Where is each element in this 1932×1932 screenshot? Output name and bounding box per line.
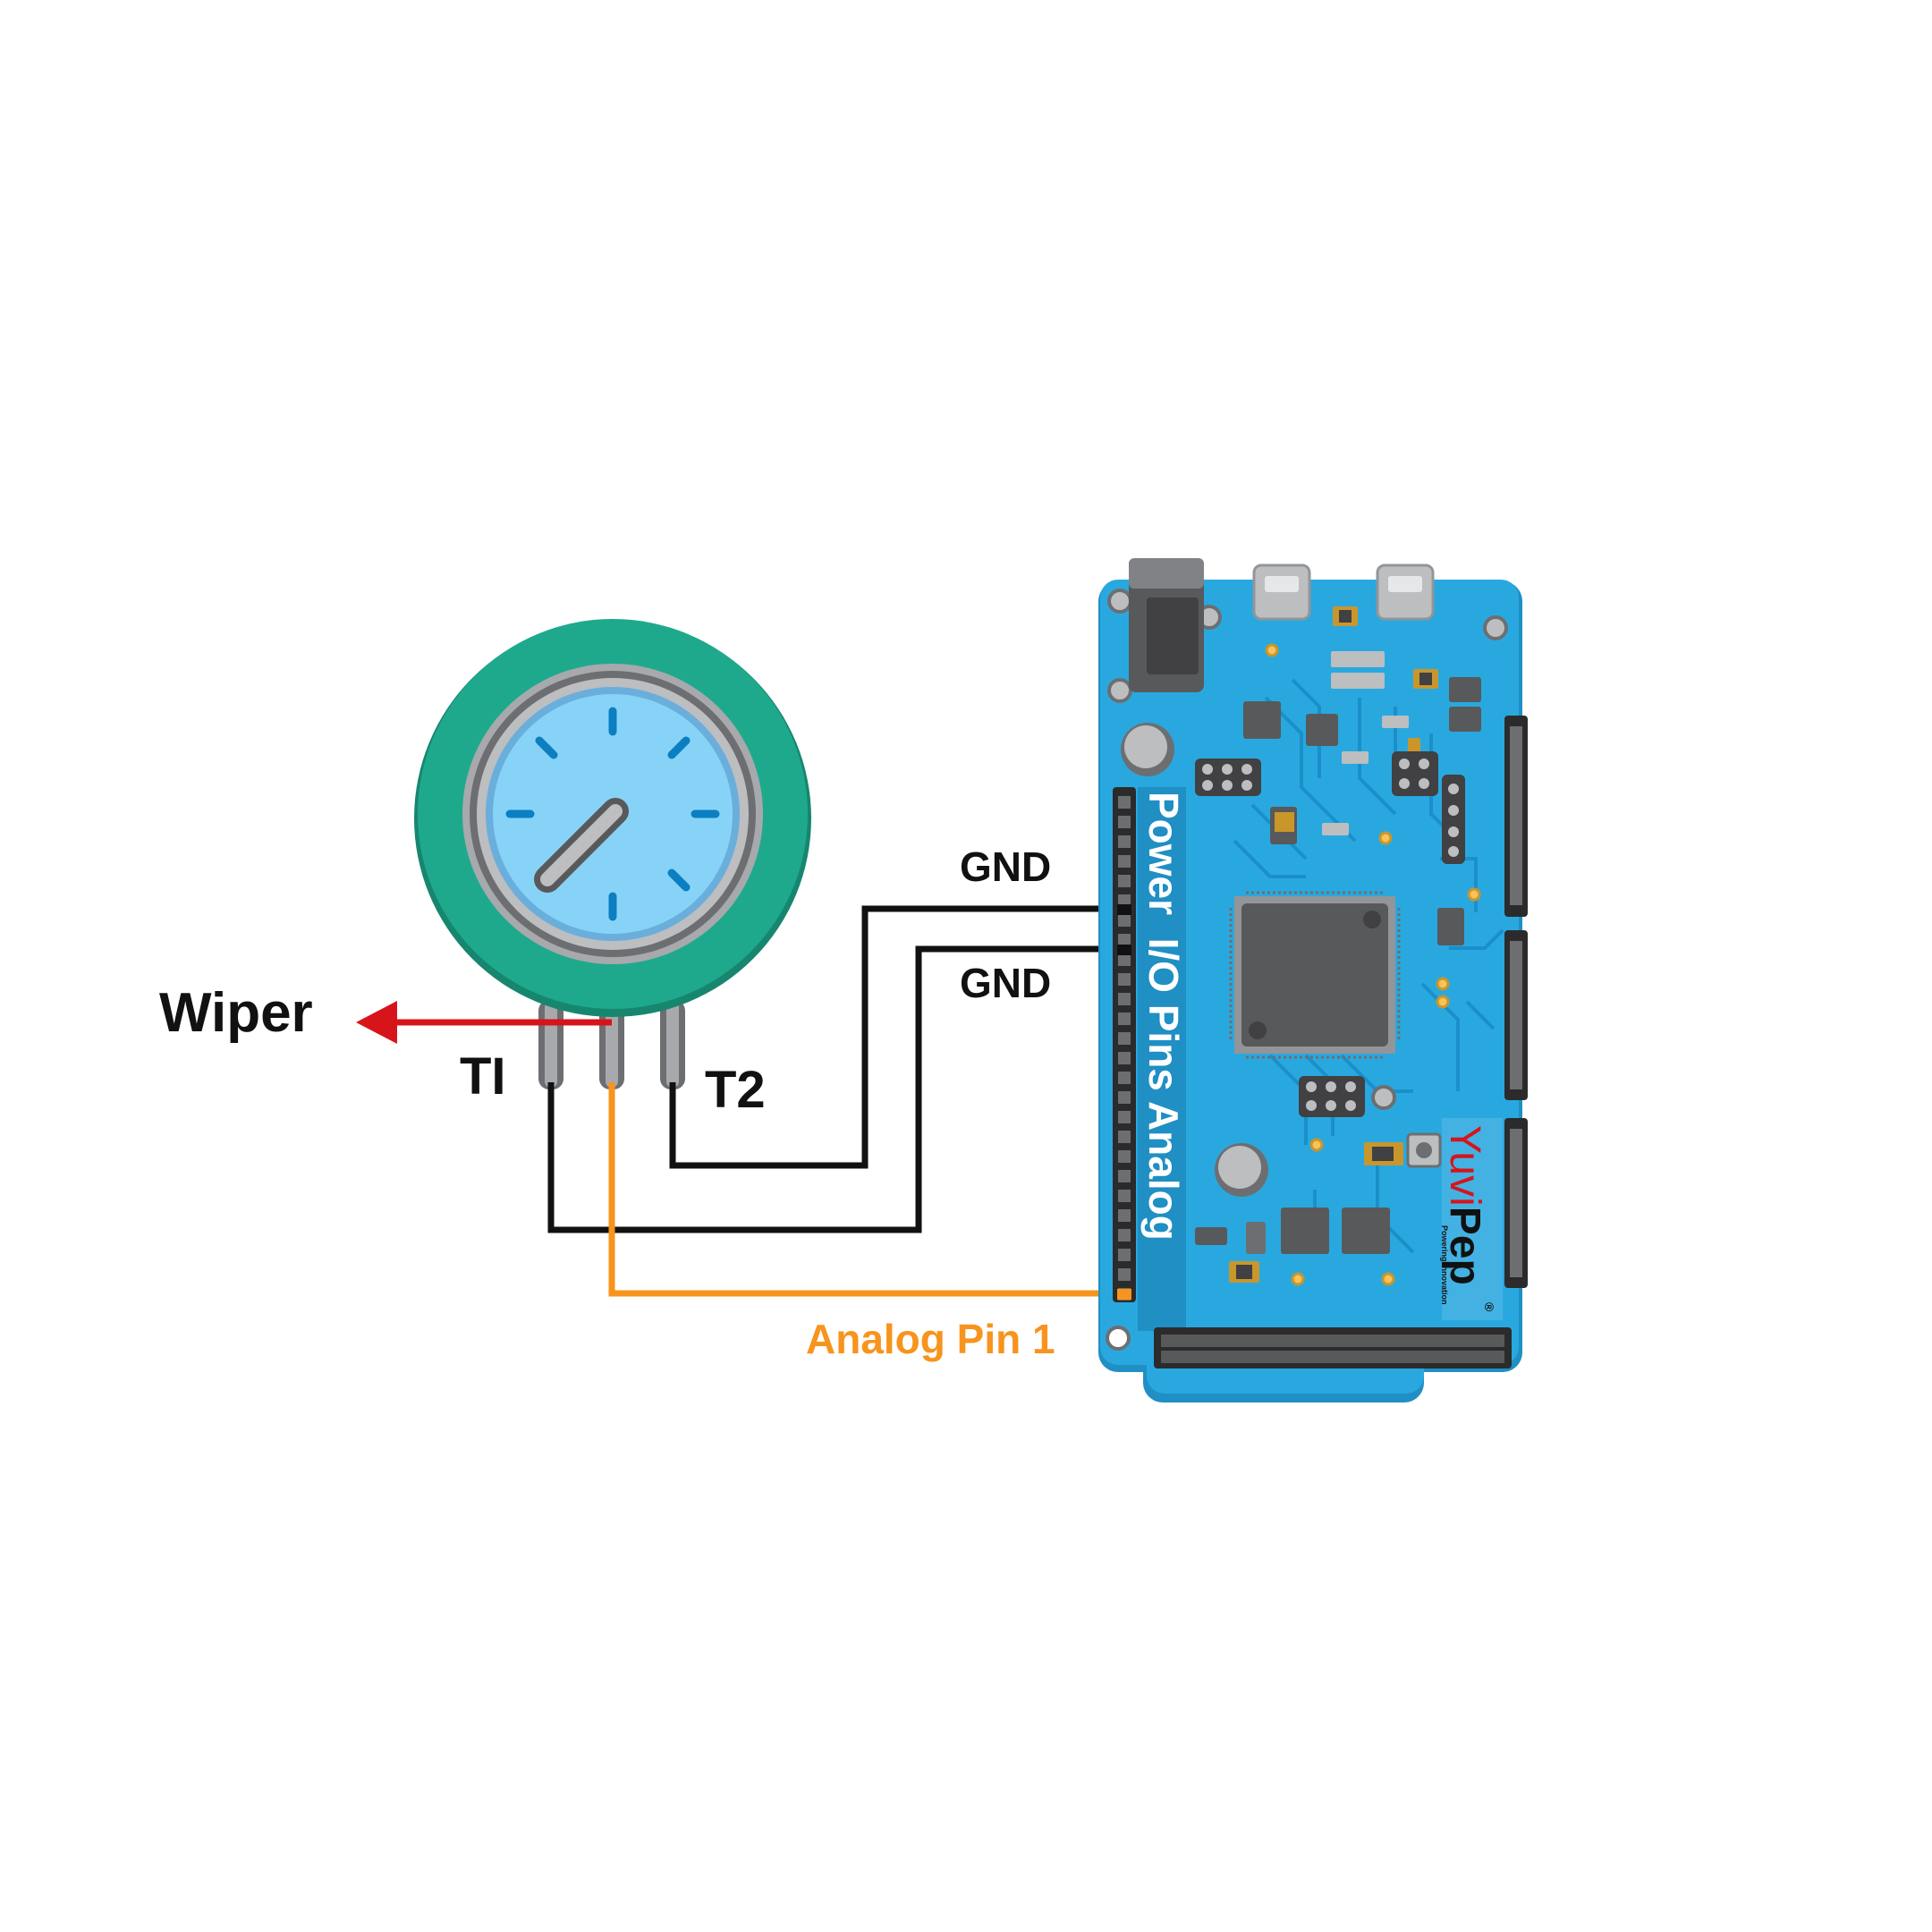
power-jack	[1129, 558, 1204, 692]
t1-label: TI	[460, 1047, 506, 1106]
reset-button	[1406, 1132, 1442, 1168]
brand-registered-mark: ®	[1482, 1302, 1496, 1312]
capacitors	[1121, 723, 1268, 1197]
brand-logo: YuviPep Powering innovation ®	[1440, 1118, 1503, 1320]
wire-wiper-analog	[608, 1082, 1123, 1297]
wire-endpoints	[1117, 904, 1131, 1300]
gnd-label-bottom: GND	[960, 960, 1051, 1006]
wiper-label: Wiper	[159, 982, 313, 1044]
bottom-header	[1154, 1327, 1512, 1368]
knob-pointer	[534, 798, 629, 893]
analog-pin-label: Analog Pin 1	[806, 1316, 1055, 1362]
microcontroller-board: Power I/O Pins Analog YuviPep Powering i…	[1098, 558, 1528, 1402]
wire-t2-gnd	[669, 905, 1123, 1169]
gnd-label-top: GND	[960, 843, 1051, 890]
brand-tagline: Powering innovation	[1440, 1225, 1449, 1305]
brand-name-part1: Yuvi	[1441, 1125, 1488, 1207]
wires	[547, 905, 1123, 1297]
left-header: Power I/O Pins Analog	[1113, 787, 1187, 1331]
brand-name-part2: Pep	[1441, 1207, 1488, 1285]
potentiometer	[414, 619, 811, 1089]
smd-parts	[1229, 606, 1438, 1283]
wiper-arrow	[356, 1001, 612, 1044]
board-header-label: Power I/O Pins Analog	[1140, 792, 1187, 1241]
t2-label: T2	[705, 1061, 766, 1119]
pads	[1265, 643, 1481, 1286]
svg-text:YuviPep: YuviPep	[1441, 1125, 1488, 1285]
usb-ports	[1252, 564, 1435, 621]
wire-t1-gnd	[547, 945, 1123, 1233]
dial-ticks	[505, 707, 720, 921]
jumper-headers	[1195, 751, 1465, 1117]
main-processor	[1229, 891, 1401, 1059]
